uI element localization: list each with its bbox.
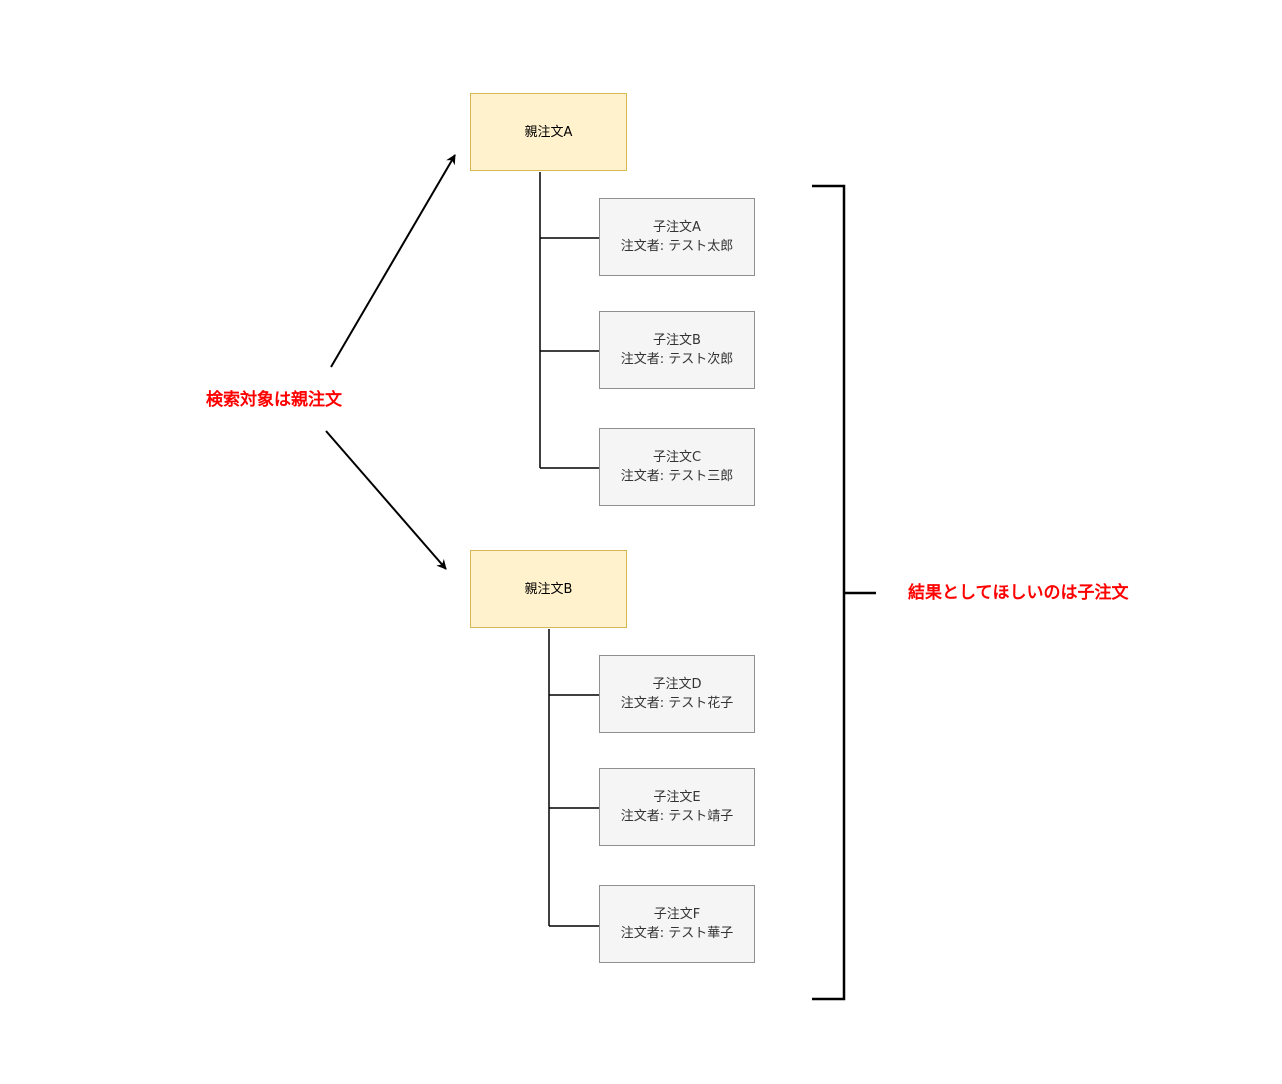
child-order-orderer: 注文者: テスト太郎 bbox=[620, 239, 734, 254]
parent-order-label: 親注文A bbox=[524, 124, 573, 140]
desired-result-note: 結果としてほしいのは子注文 bbox=[908, 583, 1129, 603]
child-order-c[interactable]: 子注文C 注文者: テスト三郎 bbox=[599, 428, 755, 506]
child-order-title: 子注文E bbox=[653, 790, 701, 805]
child-order-orderer: 注文者: テスト三郎 bbox=[620, 469, 734, 484]
child-order-title: 子注文B bbox=[653, 333, 701, 348]
parent-order-label: 親注文B bbox=[524, 581, 573, 597]
child-order-title: 子注文D bbox=[652, 677, 702, 692]
child-order-orderer: 注文者: テスト花子 bbox=[620, 696, 734, 711]
child-order-a[interactable]: 子注文A 注文者: テスト太郎 bbox=[599, 198, 755, 276]
child-order-d[interactable]: 子注文D 注文者: テスト花子 bbox=[599, 655, 755, 733]
child-order-orderer: 注文者: テスト次郎 bbox=[620, 352, 734, 367]
child-order-orderer: 注文者: テスト靖子 bbox=[620, 809, 734, 824]
child-order-orderer: 注文者: テスト華子 bbox=[620, 926, 734, 941]
child-order-e[interactable]: 子注文E 注文者: テスト靖子 bbox=[599, 768, 755, 846]
child-order-f[interactable]: 子注文F 注文者: テスト華子 bbox=[599, 885, 755, 963]
arrow-to-parent-b bbox=[325, 430, 447, 570]
tree-connector-a bbox=[539, 172, 599, 469]
result-bracket bbox=[812, 184, 876, 1001]
parent-order-b[interactable]: 親注文B bbox=[470, 550, 627, 628]
child-order-title: 子注文F bbox=[653, 907, 701, 922]
arrow-to-parent-a bbox=[330, 154, 456, 368]
parent-order-a[interactable]: 親注文A bbox=[470, 93, 627, 171]
child-order-b[interactable]: 子注文B 注文者: テスト次郎 bbox=[599, 311, 755, 389]
search-target-note: 検索対象は親注文 bbox=[206, 390, 342, 410]
tree-connector-b bbox=[548, 629, 599, 927]
child-order-title: 子注文C bbox=[652, 450, 702, 465]
child-order-title: 子注文A bbox=[653, 220, 701, 235]
